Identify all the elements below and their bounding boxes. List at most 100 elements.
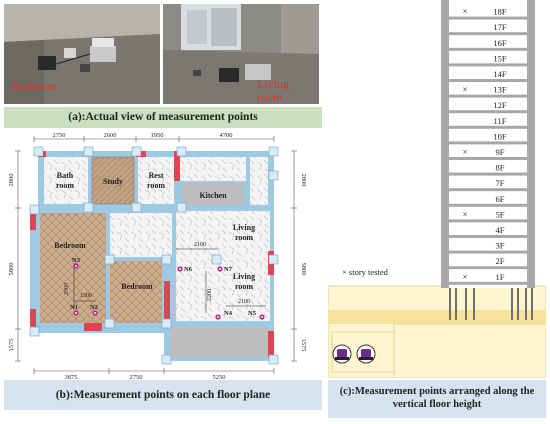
tested-marker-13f: × <box>462 85 467 95</box>
dim-bottom-2: 2750 <box>130 374 143 379</box>
floor-label-13f: 13F <box>493 85 507 95</box>
tested-marker-18f: × <box>462 7 467 17</box>
dim-top-1: 2750 <box>53 132 66 139</box>
floor-label-10f: 10F <box>493 131 507 141</box>
point-n4-icon <box>215 314 221 320</box>
caption-c-line1: (c):Measurement points arranged along th… <box>339 386 535 397</box>
dim-right-1: 2800 <box>300 174 307 187</box>
point-label-n2: N2 <box>90 304 98 311</box>
floor-label-14f: 14F <box>493 69 507 79</box>
room-bath-line2: room <box>56 181 74 190</box>
floor-label-12f: 12F <box>493 100 507 110</box>
floor-slab <box>441 141 535 145</box>
floor-slab <box>441 188 535 192</box>
room-living-1-line1: Living <box>233 223 255 232</box>
floor-label-9f: 9F <box>496 147 505 157</box>
point-n1-icon <box>73 310 79 316</box>
dim-left-3: 1575 <box>8 339 15 352</box>
room-bedroom-1: Bedroom <box>54 241 86 250</box>
photo-label-bedroom: Bedroom <box>12 79 57 93</box>
dim-top-3: 1950 <box>151 132 164 139</box>
point-label-n7: N7 <box>224 266 233 273</box>
room-rest-line2: room <box>147 181 165 190</box>
tested-marker-9f: × <box>462 147 467 157</box>
floor-plan: 2750 2600 1950 4700 3875 2750 5250 2800 … <box>4 131 322 381</box>
floor-label-18f: 18F <box>493 7 507 17</box>
photo-living-room: Living room <box>163 4 319 104</box>
photo-bedroom: Bedroom <box>4 4 160 104</box>
floor-label-15f: 15F <box>493 53 507 63</box>
floor-slab <box>441 281 535 285</box>
piles <box>449 288 533 320</box>
dim-bottom-3: 5250 <box>213 374 226 379</box>
dim-right-3: 1575 <box>300 339 307 352</box>
instrument-box-icon <box>38 56 56 70</box>
floor-label-4f: 4F <box>496 225 505 235</box>
dim-top-2: 2600 <box>104 132 117 139</box>
room-bedroom-2: Bedroom <box>121 282 153 291</box>
floor-label-11f: 11F <box>494 116 507 126</box>
point-n3-icon <box>73 263 79 269</box>
point-n6-icon <box>177 266 183 272</box>
room-living-2-line2: room <box>235 282 253 291</box>
caption-a: (a):Actual view of measurement points <box>4 107 322 128</box>
columns <box>29 146 279 365</box>
caption-c-line2: vertical floor height <box>392 399 482 410</box>
point-n2-icon <box>92 310 98 316</box>
photo-label-living-room: Living room <box>257 78 289 104</box>
measurement-points <box>73 263 265 320</box>
floor-slab <box>441 157 535 160</box>
floor-slab <box>441 110 535 114</box>
floor-slab <box>441 32 535 36</box>
dimension-lines <box>15 136 297 374</box>
floor-slab <box>441 63 535 67</box>
floor-label-5f: 5F <box>496 209 505 219</box>
dim-inner-2100a: 2100 <box>194 242 206 248</box>
photo-label-living-line1: Living <box>257 77 289 91</box>
floor-slab <box>441 94 535 98</box>
floor-label-7f: 7F <box>496 178 505 188</box>
point-label-n3: N3 <box>72 257 81 264</box>
dim-top-4: 4700 <box>220 132 233 139</box>
floor-slab <box>441 235 535 238</box>
sensor-icon-2 <box>356 344 376 364</box>
floor-label-2f: 2F <box>496 256 505 266</box>
floor-label-1f: 1F <box>496 272 505 282</box>
dim-left-2: 5800 <box>8 263 15 276</box>
dim-bottom-1: 3875 <box>65 374 78 379</box>
floor-slab <box>441 219 535 223</box>
floor-label-3f: 3F <box>496 241 505 251</box>
point-label-n4: N4 <box>224 310 233 317</box>
floor-label-8f: 8F <box>496 163 505 173</box>
dim-right-2: 5800 <box>300 263 307 276</box>
dim-left-1: 2800 <box>8 174 15 187</box>
room-kitchen: Kitchen <box>199 191 227 200</box>
room-living-2-line1: Living <box>233 272 255 281</box>
point-n7-icon <box>217 266 223 272</box>
dim-inner-2000: 2000 <box>64 283 70 295</box>
floor-slab <box>441 266 535 270</box>
photo-label-living-line2: room <box>257 90 283 104</box>
sensor-icon-1 <box>332 344 352 364</box>
floor-label-16f: 16F <box>493 38 507 48</box>
floor-slab <box>441 16 535 20</box>
instrument-box-icon <box>219 68 239 82</box>
dim-inner-2200: 2200 <box>207 289 213 301</box>
dim-inner-2100b: 2100 <box>238 299 250 305</box>
caption-c: (c):Measurement points arranged along th… <box>328 380 546 418</box>
floor-label-17f: 17F <box>493 22 507 32</box>
point-label-n1: N1 <box>70 304 78 311</box>
dim-inner-1300: 1300 <box>80 293 92 299</box>
floor-slab <box>441 47 535 51</box>
legend-story-tested: × story tested <box>342 267 389 277</box>
tested-marker-5f: × <box>462 209 467 219</box>
room-living-1-line2: room <box>235 233 253 242</box>
floor-slab <box>441 79 535 82</box>
floor-slab <box>441 250 535 254</box>
point-label-n5: N5 <box>248 310 257 317</box>
floor-slab <box>441 172 535 176</box>
room-study: Study <box>103 177 123 186</box>
room-bath-line1: Bath <box>57 171 74 180</box>
floor-slab <box>441 203 535 207</box>
point-n5-icon <box>259 314 265 320</box>
